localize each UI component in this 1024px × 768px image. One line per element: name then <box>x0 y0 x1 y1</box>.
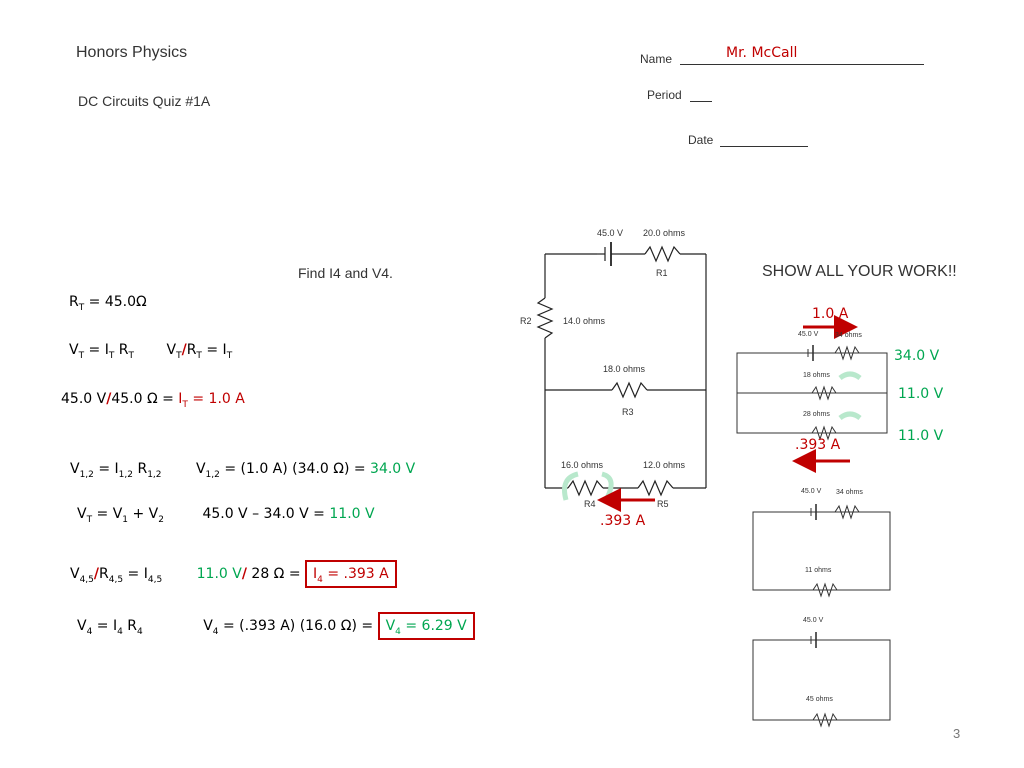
show-work: SHOW ALL YOUR WORK!! <box>762 263 957 280</box>
side1-current-bottom: .393 A <box>795 437 841 453</box>
vt-line: VT = V1 + V2 45.0 V – 34.0 V = 11.0 V <box>77 506 375 525</box>
i4-line: V4,5/R4,5 = I4,5 11.0 V/ 28 Ω = I4 = .39… <box>70 560 397 588</box>
ohm-law-line: VT = IT RT VT/RT = IT <box>69 342 233 361</box>
side2-r-top: 34 ohms <box>836 489 863 496</box>
side1-r-bot: 28 ohms <box>803 411 830 418</box>
side1-r-top: 34 ohms <box>835 332 862 339</box>
green-arc-right <box>601 471 614 502</box>
side1-v-top: 34.0 V <box>894 348 940 364</box>
main-battery-label: 45.0 V <box>597 228 624 238</box>
date-label: Date <box>688 133 714 147</box>
r1-label: R1 <box>656 268 668 278</box>
r2-label: R2 <box>520 316 532 326</box>
side-circuit-3 <box>752 632 891 728</box>
side3-battery: 45.0 V <box>803 617 824 624</box>
r5-label: R5 <box>657 499 669 509</box>
r4-value: 16.0 ohms <box>561 460 604 470</box>
quiz-title: DC Circuits Quiz #1A <box>78 93 211 109</box>
v12-line: V1,2 = I1,2 R1,2 V1,2 = (1.0 A) (34.0 Ω)… <box>70 461 416 480</box>
green-arc-left <box>562 471 579 501</box>
page-number: 3 <box>953 726 961 741</box>
side3-r-bot: 45 ohms <box>806 696 833 703</box>
side-circuit-1 <box>736 345 888 441</box>
r5-value: 12.0 ohms <box>643 460 686 470</box>
v4-answer-box: V4 = 6.29 V <box>377 612 475 640</box>
r4-label: R4 <box>584 499 596 509</box>
side1-v-bot: 11.0 V <box>898 428 944 444</box>
v4-line: V4 = I4 R4 V4 = (.393 A) (16.0 Ω) = V4 =… <box>77 612 475 640</box>
side1-r-mid: 18 ohms <box>803 372 830 379</box>
side1-v-mid: 11.0 V <box>898 386 944 402</box>
course-title: Honors Physics <box>76 44 188 61</box>
i4-answer-box: I4 = .393 A <box>305 560 397 588</box>
side1-battery: 45.0 V <box>798 331 819 338</box>
name-line <box>680 64 924 65</box>
r3-value: 18.0 ohms <box>603 364 646 374</box>
r3-label: R3 <box>622 407 634 417</box>
date-line <box>720 146 808 147</box>
r1-value: 20.0 ohms <box>643 228 686 238</box>
period-line <box>690 101 712 102</box>
main-current-value: .393 A <box>600 513 646 529</box>
total-current-line: 45.0 V/45.0 Ω = IT = 1.0 A <box>61 391 245 410</box>
side2-r-bot: 11 ohms <box>805 567 832 574</box>
side2-battery: 45.0 V <box>801 488 822 495</box>
name-label: Name <box>640 52 673 66</box>
prompt: Find I4 and V4. <box>298 265 393 281</box>
name-value: Mr. McCall <box>726 45 798 61</box>
rt-line: RT = 45.0Ω <box>69 294 147 313</box>
side1-current-top: 1.0 A <box>812 306 849 322</box>
period-label: Period <box>647 88 682 102</box>
main-circuit <box>536 242 707 497</box>
r2-value: 14.0 ohms <box>563 316 606 326</box>
side-circuit-2 <box>752 504 891 598</box>
